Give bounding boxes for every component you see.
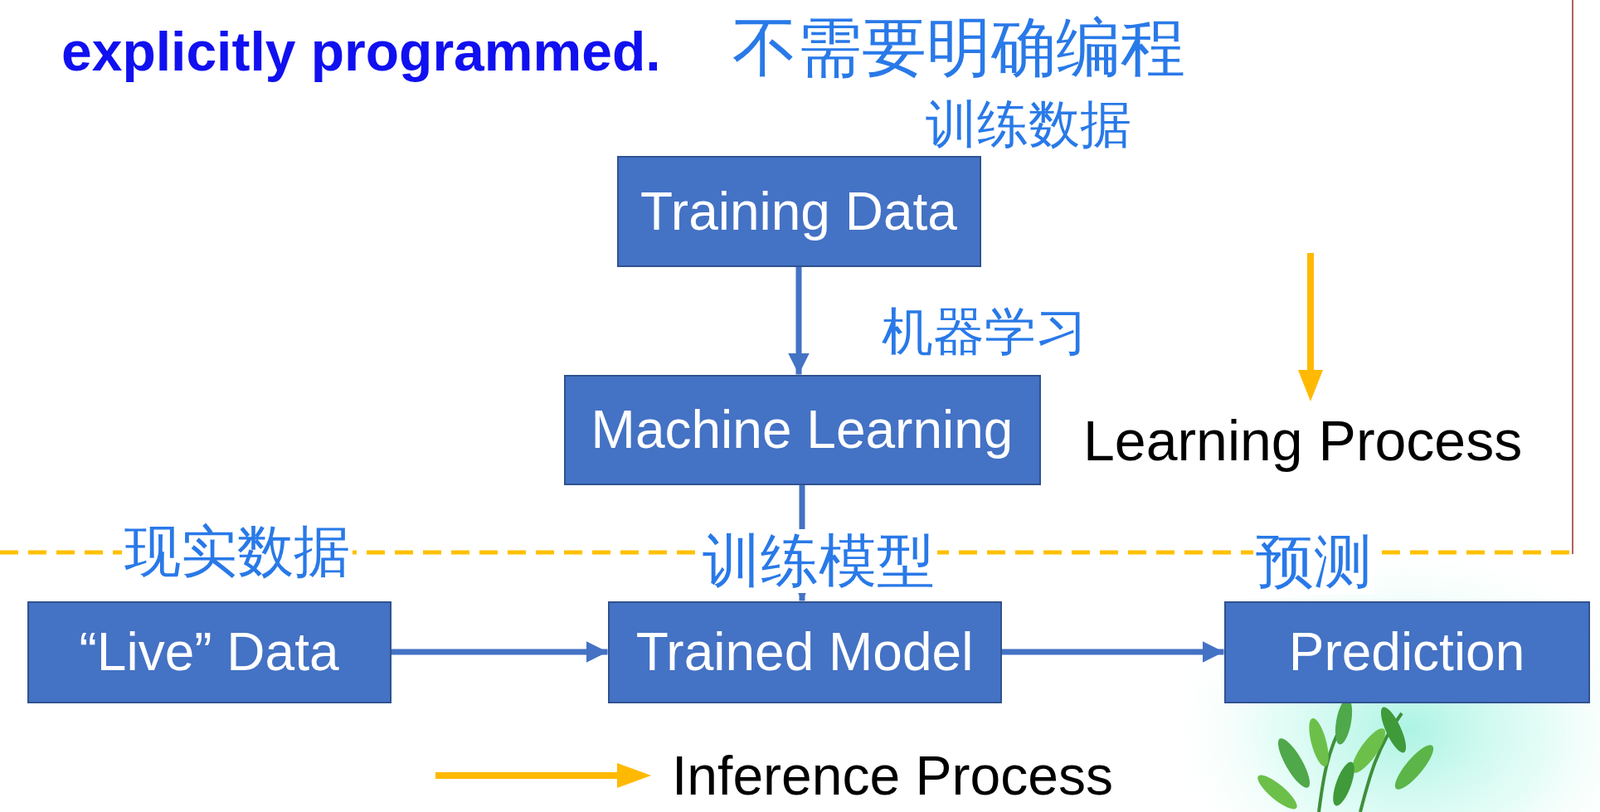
handwritten-note: 现实数据 (121, 520, 353, 584)
process-box: Training Data (617, 155, 982, 268)
process-box: “Live” Data (27, 601, 392, 704)
learning-arrow (1298, 252, 1323, 402)
box-label: Training Data (640, 182, 958, 241)
margin-line (1571, 0, 1574, 555)
process-label: Inference Process (671, 745, 1114, 807)
handwritten-note: 不需要明确编程 (732, 12, 1186, 84)
box-label: Trained Model (636, 622, 974, 681)
slide-text: explicitly programmed. (61, 21, 662, 83)
box-label: “Live” Data (79, 622, 340, 681)
process-box: Prediction (1224, 601, 1591, 704)
box-label: Prediction (1288, 622, 1526, 681)
flow-arrow (796, 267, 803, 375)
handwritten-note: 训练模型 (700, 529, 938, 594)
handwritten-note: 训练数据 (925, 96, 1132, 153)
process-box: Trained Model (607, 601, 1002, 704)
process-label: Learning Process (1083, 409, 1523, 472)
glow (1161, 539, 1600, 812)
flow-arrow (1001, 649, 1225, 656)
box-label: Machine Learning (591, 400, 1014, 459)
handwritten-note: 机器学习 (881, 303, 1088, 360)
plant-illustration (1253, 697, 1439, 812)
flow-arrow (391, 649, 608, 656)
inference-arrow (435, 763, 652, 788)
process-box: Machine Learning (564, 374, 1041, 486)
handwritten-note: 预测 (1253, 530, 1375, 594)
